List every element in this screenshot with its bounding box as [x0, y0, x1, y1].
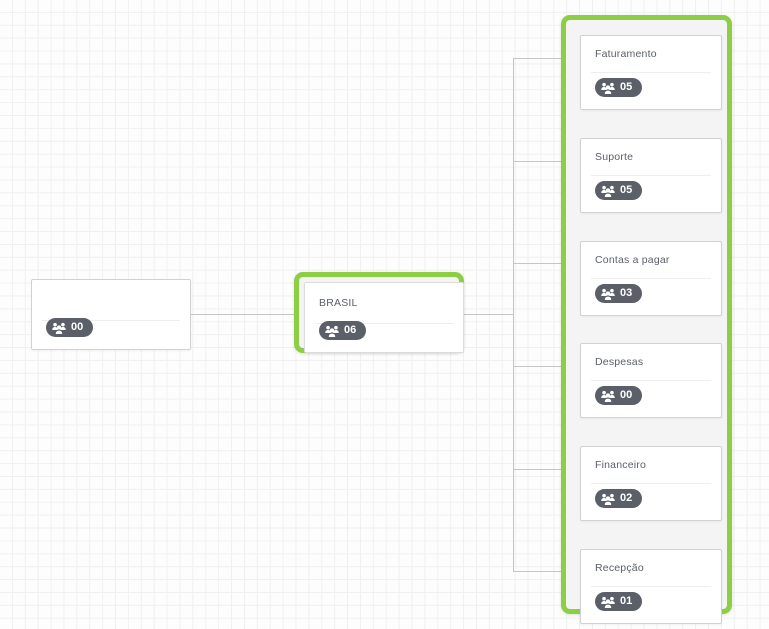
node-divider — [591, 380, 711, 381]
connector-branch-contas — [513, 263, 561, 264]
group-people-icon — [601, 493, 615, 505]
org-node-contas-a-pagar[interactable]: Contas a pagar 03 — [580, 241, 722, 316]
connector-brasil-to-trunk — [464, 314, 513, 315]
org-node-title: Faturamento — [595, 48, 657, 60]
node-divider — [591, 586, 711, 587]
member-count-badge[interactable]: 06 — [319, 321, 367, 340]
member-count-badge[interactable]: 05 — [595, 181, 643, 200]
org-departments-selection[interactable]: Faturamento 05 Suporte — [561, 15, 732, 624]
connector-root-to-brasil — [191, 314, 294, 315]
member-count-badge[interactable]: 00 — [46, 318, 94, 337]
member-count-value: 01 — [620, 594, 633, 607]
node-divider — [591, 278, 711, 279]
node-divider — [42, 320, 180, 321]
org-node-title: Despesas — [595, 356, 644, 368]
connector-branch-faturamento — [513, 58, 561, 59]
group-people-icon — [601, 288, 615, 300]
node-divider — [315, 323, 453, 324]
group-people-icon — [52, 322, 66, 334]
group-people-icon — [601, 390, 615, 402]
connector-branch-suporte — [513, 161, 561, 162]
member-count-badge[interactable]: 05 — [595, 78, 643, 97]
connector-branch-financeiro — [513, 469, 561, 470]
member-count-value: 06 — [344, 323, 357, 336]
node-divider — [591, 483, 711, 484]
member-count-value: 05 — [620, 183, 633, 196]
org-node-faturamento[interactable]: Faturamento 05 — [580, 35, 722, 110]
member-count-value: 03 — [620, 286, 633, 299]
member-count-value: 05 — [620, 80, 633, 93]
node-divider — [591, 72, 711, 73]
org-node-recepcao[interactable]: Recepção 01 — [580, 549, 722, 624]
member-count-badge[interactable]: 02 — [595, 489, 643, 508]
org-node-title: Contas a pagar — [595, 254, 670, 266]
org-node-financeiro[interactable]: Financeiro 02 — [580, 446, 722, 521]
org-node-title: Financeiro — [595, 459, 647, 471]
group-people-icon — [325, 325, 339, 337]
connector-branch-recepcao — [513, 571, 561, 572]
member-count-value: 00 — [620, 388, 633, 401]
org-node-despesas[interactable]: Despesas 00 — [580, 343, 722, 418]
member-count-badge[interactable]: 01 — [595, 592, 643, 611]
org-node-suporte[interactable]: Suporte 05 — [580, 138, 722, 213]
member-count-value: 02 — [620, 491, 633, 504]
org-node-brasil-selection[interactable]: BRASIL 06 — [294, 272, 464, 353]
connector-trunk — [513, 58, 514, 572]
member-count-badge[interactable]: 00 — [595, 386, 643, 405]
node-divider — [591, 175, 711, 176]
member-count-value: 00 — [71, 320, 84, 333]
group-people-icon — [601, 82, 615, 94]
org-node-title: BRASIL — [319, 297, 358, 309]
org-node-title: Recepção — [595, 562, 644, 574]
group-people-icon — [601, 185, 615, 197]
org-node-root[interactable]: 00 — [31, 279, 191, 350]
connector-branch-despesas — [513, 366, 561, 367]
group-people-icon — [601, 596, 615, 608]
org-node-title: Suporte — [595, 151, 634, 163]
member-count-badge[interactable]: 03 — [595, 284, 643, 303]
org-node-brasil[interactable]: BRASIL 06 — [304, 282, 464, 353]
